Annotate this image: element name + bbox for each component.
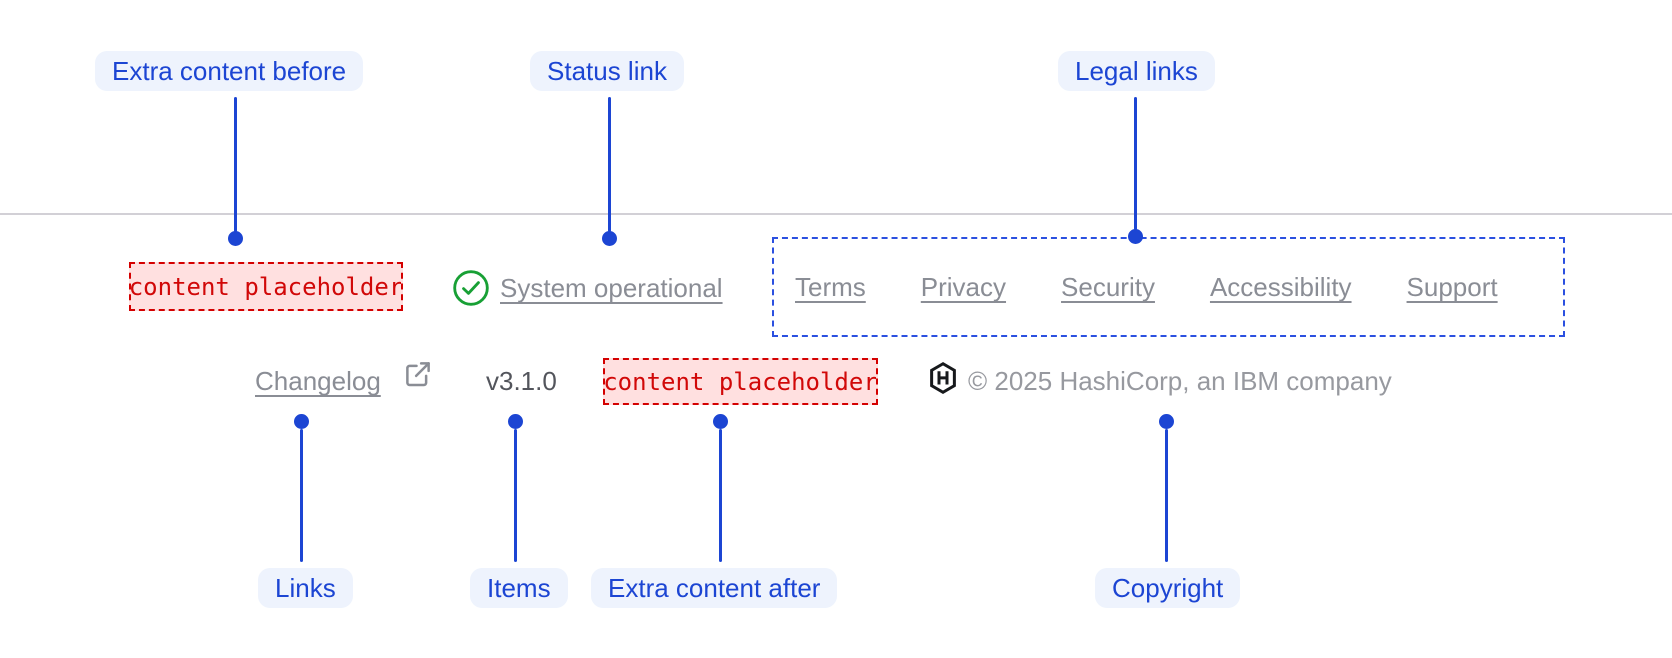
extra-content-before-placeholder: content placeholder (129, 262, 403, 311)
callout-extra-content-before: Extra content before (95, 51, 364, 91)
legal-link-privacy[interactable]: Privacy (920, 272, 1007, 302)
connector-dot (1159, 414, 1174, 429)
connector-line (234, 97, 237, 232)
connector-dot (294, 414, 309, 429)
callout-items: Items (470, 568, 568, 608)
connector-line (608, 97, 611, 232)
connector-line (1134, 97, 1137, 230)
connector-dot (602, 231, 617, 246)
callout-copyright: Copyright (1095, 568, 1241, 608)
callout-legal-links: Legal links (1058, 51, 1215, 91)
changelog-link[interactable]: Changelog (255, 366, 381, 396)
legal-links-group: Terms Privacy Security Accessibility Sup… (772, 237, 1565, 337)
callout-extra-content-after: Extra content after (591, 568, 838, 608)
connector-dot (508, 414, 523, 429)
footer-top-divider (0, 213, 1672, 215)
callout-links: Links (258, 568, 353, 608)
legal-link-support[interactable]: Support (1406, 272, 1498, 302)
status-link[interactable]: System operational (500, 273, 723, 303)
copyright-text: © 2025 HashiCorp, an IBM company (968, 366, 1392, 396)
connector-line (1165, 429, 1168, 562)
connector-dot (1128, 229, 1143, 244)
check-circle-icon (452, 269, 490, 307)
legal-link-terms[interactable]: Terms (795, 272, 866, 302)
connector-line (514, 429, 517, 562)
legal-link-security[interactable]: Security (1061, 272, 1155, 302)
external-link-icon (403, 359, 433, 389)
version-item: v3.1.0 (486, 366, 557, 396)
connector-line (300, 429, 303, 562)
legal-link-accessibility[interactable]: Accessibility (1209, 272, 1352, 302)
extra-content-after-placeholder: content placeholder (603, 358, 878, 405)
connector-dot (228, 231, 243, 246)
placeholder-text: content placeholder (129, 272, 403, 301)
connector-line (719, 429, 722, 562)
placeholder-text: content placeholder (603, 367, 878, 396)
callout-status-link: Status link (530, 51, 684, 91)
hashicorp-logo-icon (928, 361, 958, 395)
connector-dot (713, 414, 728, 429)
